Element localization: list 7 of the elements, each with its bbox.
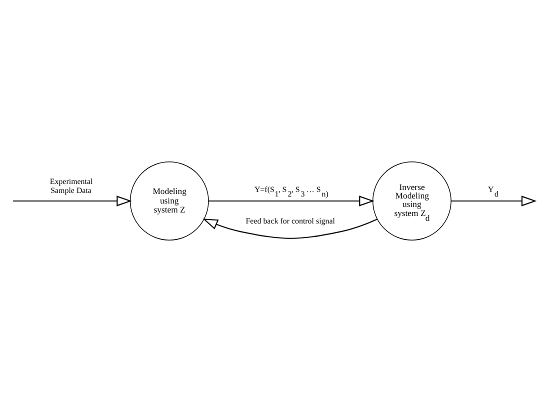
edge-label: Experimental Sample Data [50,177,93,195]
edge-label: Feed back for control signal [246,216,335,226]
node-circle: Modeling using system Z [130,162,209,240]
arrow [208,196,374,206]
arrow [202,218,378,239]
arrow [13,196,132,206]
arrow [451,196,537,206]
